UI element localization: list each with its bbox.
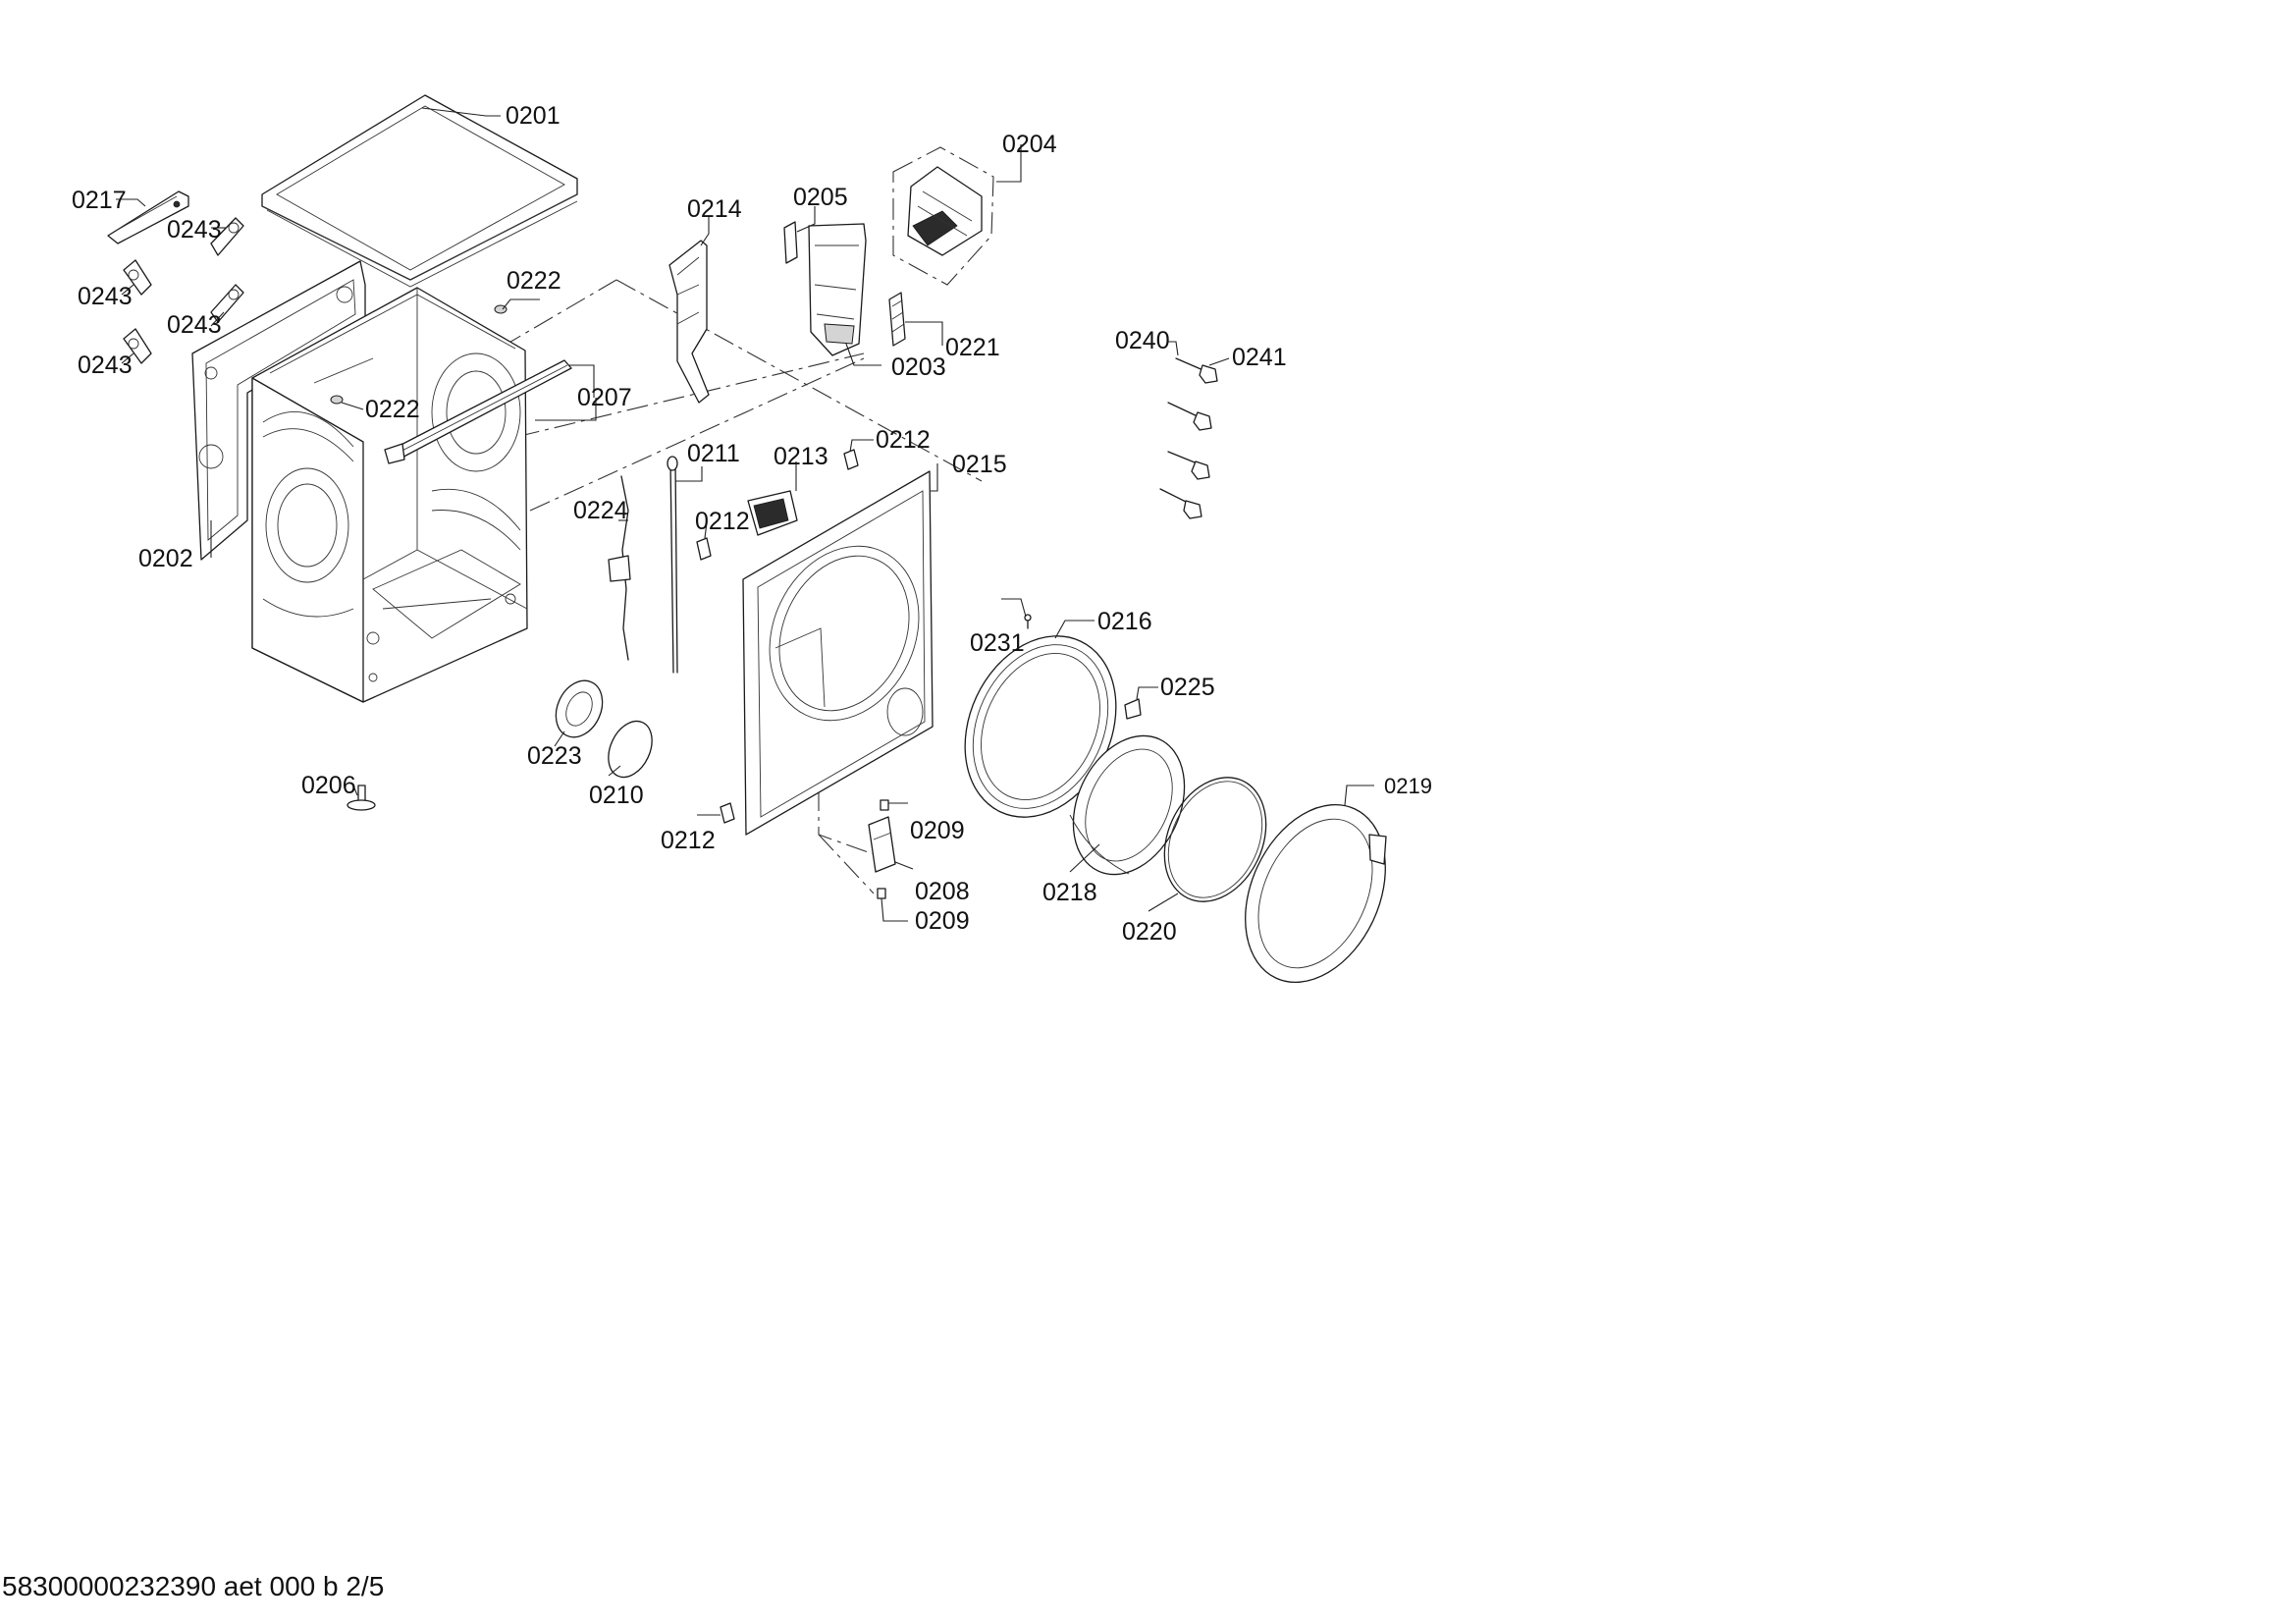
label-0209-2: 0209: [915, 907, 970, 935]
label-0216: 0216: [1097, 608, 1152, 635]
front-panel-part: [742, 470, 934, 836]
label-0225: 0225: [1160, 674, 1215, 701]
rod-and-cable-parts: [608, 456, 678, 674]
label-0210: 0210: [589, 782, 644, 809]
control-module-parts: [783, 221, 867, 356]
label-0223: 0223: [527, 742, 582, 770]
leader-lines: [116, 107, 1374, 922]
cabinet-body: [251, 287, 528, 703]
top-cover-part: [261, 94, 578, 288]
label-0241: 0241: [1232, 344, 1287, 371]
label-0218: 0218: [1042, 879, 1097, 906]
label-0219: 0219: [1384, 774, 1432, 798]
part-labels: 0201 0217 0243 0243 0243 0243 0202 0204 …: [72, 102, 1432, 946]
label-0202: 0202: [138, 545, 193, 572]
label-0224: 0224: [573, 497, 628, 524]
label-0209-1: 0209: [910, 817, 965, 844]
door-assembly: [964, 614, 1387, 984]
label-0201: 0201: [506, 102, 561, 130]
label-0243-2: 0243: [78, 283, 133, 310]
pcb-box-and-clips: [696, 449, 859, 824]
side-strip-part: [668, 240, 710, 404]
label-0213: 0213: [774, 443, 828, 470]
label-0222-2: 0222: [365, 396, 420, 423]
label-0212-3: 0212: [661, 827, 716, 854]
label-0243-4: 0243: [78, 352, 133, 379]
label-0212-1: 0212: [876, 426, 931, 454]
document-id: 58300000232390 aet 000 b 2/5: [2, 1571, 385, 1601]
label-0243-3: 0243: [167, 311, 222, 339]
foot-part: [347, 785, 376, 811]
cross-beam-part: [384, 359, 572, 464]
label-0221: 0221: [945, 334, 1000, 361]
label-0204: 0204: [1002, 131, 1057, 158]
label-0211: 0211: [687, 440, 740, 467]
electronic-board-part: [892, 146, 994, 286]
label-0220: 0220: [1122, 918, 1177, 946]
label-0214: 0214: [687, 195, 742, 223]
label-0231: 0231: [970, 629, 1025, 657]
label-0205: 0205: [793, 184, 848, 211]
hinge-bracket-parts: [107, 190, 244, 364]
label-0212-2: 0212: [695, 508, 750, 535]
hinge-parts-0208: [868, 799, 896, 899]
connector-part-0221: [888, 292, 906, 347]
label-0203: 0203: [891, 353, 946, 381]
label-0215: 0215: [952, 451, 1007, 478]
label-0240: 0240: [1115, 327, 1170, 354]
screw-and-nut-parts: [1159, 357, 1218, 519]
label-0208: 0208: [915, 878, 970, 905]
label-0217: 0217: [72, 187, 127, 214]
label-0207: 0207: [577, 384, 632, 411]
label-0243-1: 0243: [167, 216, 222, 244]
pump-cover-and-disc: [555, 679, 653, 779]
label-0206: 0206: [301, 772, 356, 799]
label-0222-1: 0222: [507, 267, 561, 295]
